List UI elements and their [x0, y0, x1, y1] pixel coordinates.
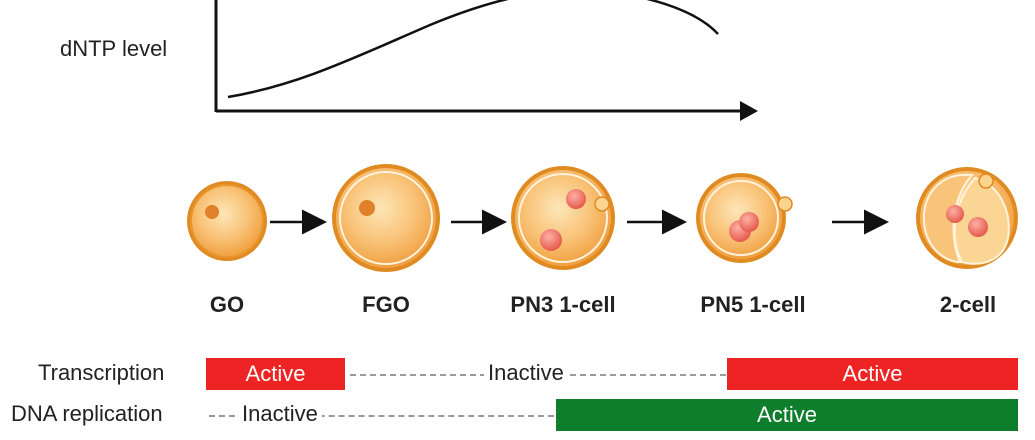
- stage-label-pn5: PN5 1-cell: [700, 292, 806, 317]
- cell-fgo: [332, 164, 440, 272]
- dntp-axis-label: dNTP level: [60, 36, 168, 61]
- cell-pn3: [511, 166, 615, 270]
- stage-label-fgo: FGO: [362, 292, 410, 317]
- polar-body-pn3: [594, 196, 610, 212]
- transcription-active-text-2: Active: [842, 361, 903, 386]
- replication-inactive-dash: [209, 415, 554, 417]
- cell-2cell: [916, 167, 1018, 269]
- x-axis-arrowhead: [740, 101, 758, 121]
- pronucleus-pn5-b: [739, 212, 759, 232]
- nucleus-go: [205, 205, 219, 219]
- pronucleus-pn3-b: [540, 229, 562, 251]
- nucleus-2cell-b: [968, 217, 988, 237]
- stage-label-go: GO: [209, 292, 245, 317]
- replication-label: DNA replication: [11, 401, 163, 426]
- transcription-inactive-text: Inactive: [484, 360, 568, 386]
- nucleus-2cell-a: [946, 205, 964, 223]
- transcription-label: Transcription: [38, 360, 165, 385]
- stage-label-2cell: 2-cell: [939, 292, 997, 317]
- cell-go: [187, 181, 267, 261]
- transcription-active-text-1: Active: [245, 361, 306, 386]
- replication-active-bar: Active: [556, 399, 1018, 431]
- nucleus-fgo: [359, 200, 375, 216]
- replication-active-text: Active: [757, 402, 817, 427]
- dntp-curve: [227, 0, 719, 99]
- polar-body-pn5: [777, 196, 793, 212]
- transcription-active-bar-1: Active: [206, 358, 345, 390]
- stage-label-pn3: PN3 1-cell: [510, 292, 616, 317]
- cell-pn5: [696, 173, 793, 263]
- transcription-active-bar-2: Active: [727, 358, 1018, 390]
- polar-body-2cell: [978, 173, 994, 189]
- pronucleus-pn3-a: [566, 189, 586, 209]
- replication-inactive-text: Inactive: [238, 401, 322, 427]
